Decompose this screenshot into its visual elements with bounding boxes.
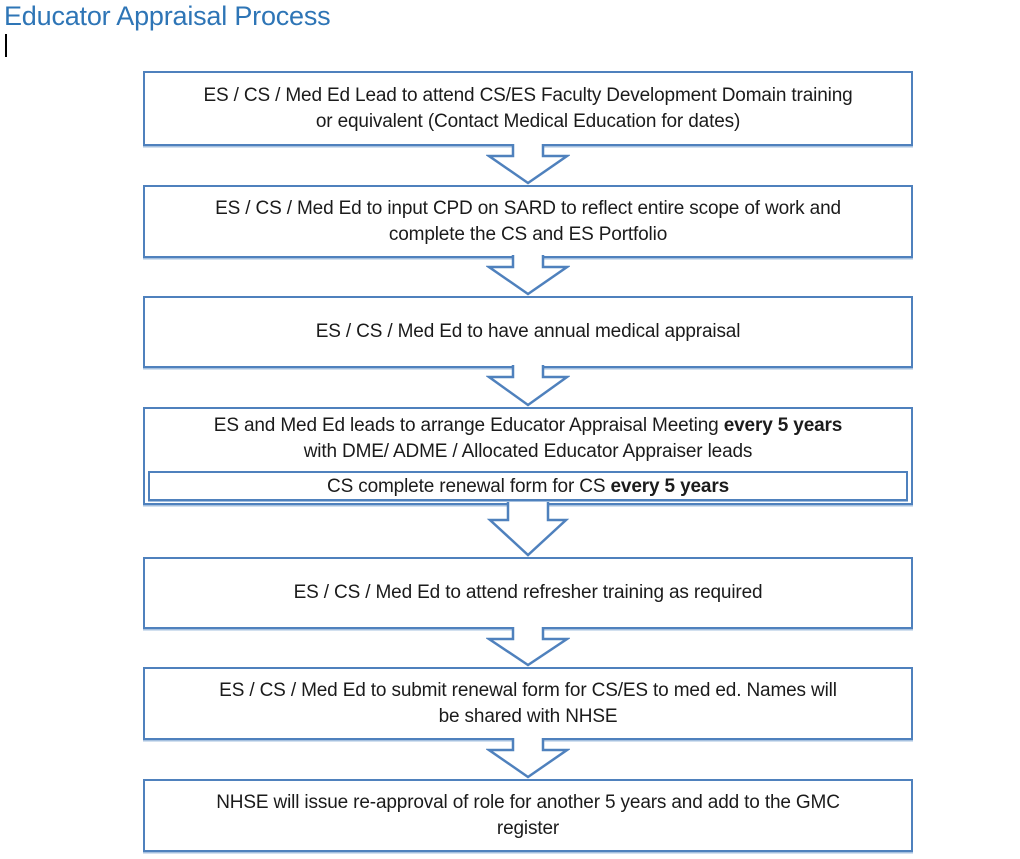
flow-step-6-box[interactable]: ES / CS / Med Ed to submit renewal form …	[143, 667, 913, 740]
down-arrow-icon	[486, 502, 570, 557]
flow-step-1-text-line: ES / CS / Med Ed Lead to attend CS/ES Fa…	[203, 84, 853, 106]
down-arrow-icon	[486, 144, 570, 185]
flow-step-4-sub-bold-segment: every 5 years	[610, 475, 729, 497]
flow-step-4-bold-segment: every 5 years	[723, 415, 843, 436]
flow-step-4-text-segment: ES and Med Ed leads to arrange Educator …	[213, 415, 724, 436]
flow-step-7-text-line: NHSE will issue re-approval of role for …	[216, 791, 840, 813]
down-arrow-connector-3[interactable]	[486, 364, 570, 407]
flow-step-6-text-line: ES / CS / Med Ed to submit renewal form …	[219, 679, 837, 701]
flow-step-4-sub-box[interactable]: CS complete renewal form for CS every 5 …	[148, 471, 908, 501]
down-arrow-connector-1[interactable]	[486, 143, 570, 185]
down-arrow-connector-2[interactable]	[486, 254, 570, 296]
down-arrow-connector-4[interactable]	[486, 501, 570, 557]
flow-step-3-text-line: ES / CS / Med Ed to have annual medical …	[315, 321, 741, 342]
flow-step-1-box[interactable]: ES / CS / Med Ed Lead to attend CS/ES Fa…	[143, 71, 913, 146]
text-cursor	[5, 34, 7, 57]
flow-step-3-box[interactable]: ES / CS / Med Ed to have annual medical …	[143, 296, 913, 368]
flow-step-2-text-line: ES / CS / Med Ed to input CPD on SARD to…	[215, 197, 841, 219]
flow-step-1-text-line: or equivalent (Contact Medical Education…	[315, 110, 741, 132]
flow-step-2-text-line: complete the CS and ES Portfolio	[388, 223, 668, 245]
flow-step-6-text-line: be shared with NHSE	[438, 705, 618, 727]
flow-step-4-text-line: with DME/ ADME / Allocated Educator Appr…	[303, 441, 753, 462]
flow-step-7-box[interactable]: NHSE will issue re-approval of role for …	[143, 779, 913, 852]
down-arrow-icon	[486, 365, 570, 407]
flow-step-5-box[interactable]: ES / CS / Med Ed to attend refresher tra…	[143, 557, 913, 629]
flow-step-4-box[interactable]: ES and Med Ed leads to arrange Educator …	[143, 407, 913, 505]
down-arrow-icon	[486, 255, 570, 296]
flow-step-4-sub-text-segment: CS complete renewal form for CS	[327, 475, 611, 497]
flow-step-4-main-text: ES and Med Ed leads to arrange Educator …	[145, 409, 911, 469]
flow-step-4-sub-text-line: CS complete renewal form for CS every 5 …	[327, 474, 729, 499]
down-arrow-icon	[486, 627, 570, 667]
flow-step-4-text-line: ES and Med Ed leads to arrange Educator …	[213, 413, 843, 439]
flow-step-5-text-line: ES / CS / Med Ed to attend refresher tra…	[293, 582, 763, 603]
down-arrow-connector-5[interactable]	[486, 626, 570, 667]
flow-step-7-text-line: register	[496, 817, 560, 839]
flow-step-2-box[interactable]: ES / CS / Med Ed to input CPD on SARD to…	[143, 185, 913, 258]
page-title: Educator Appraisal Process	[4, 1, 331, 31]
down-arrow-icon	[486, 738, 570, 779]
down-arrow-connector-6[interactable]	[486, 737, 570, 779]
